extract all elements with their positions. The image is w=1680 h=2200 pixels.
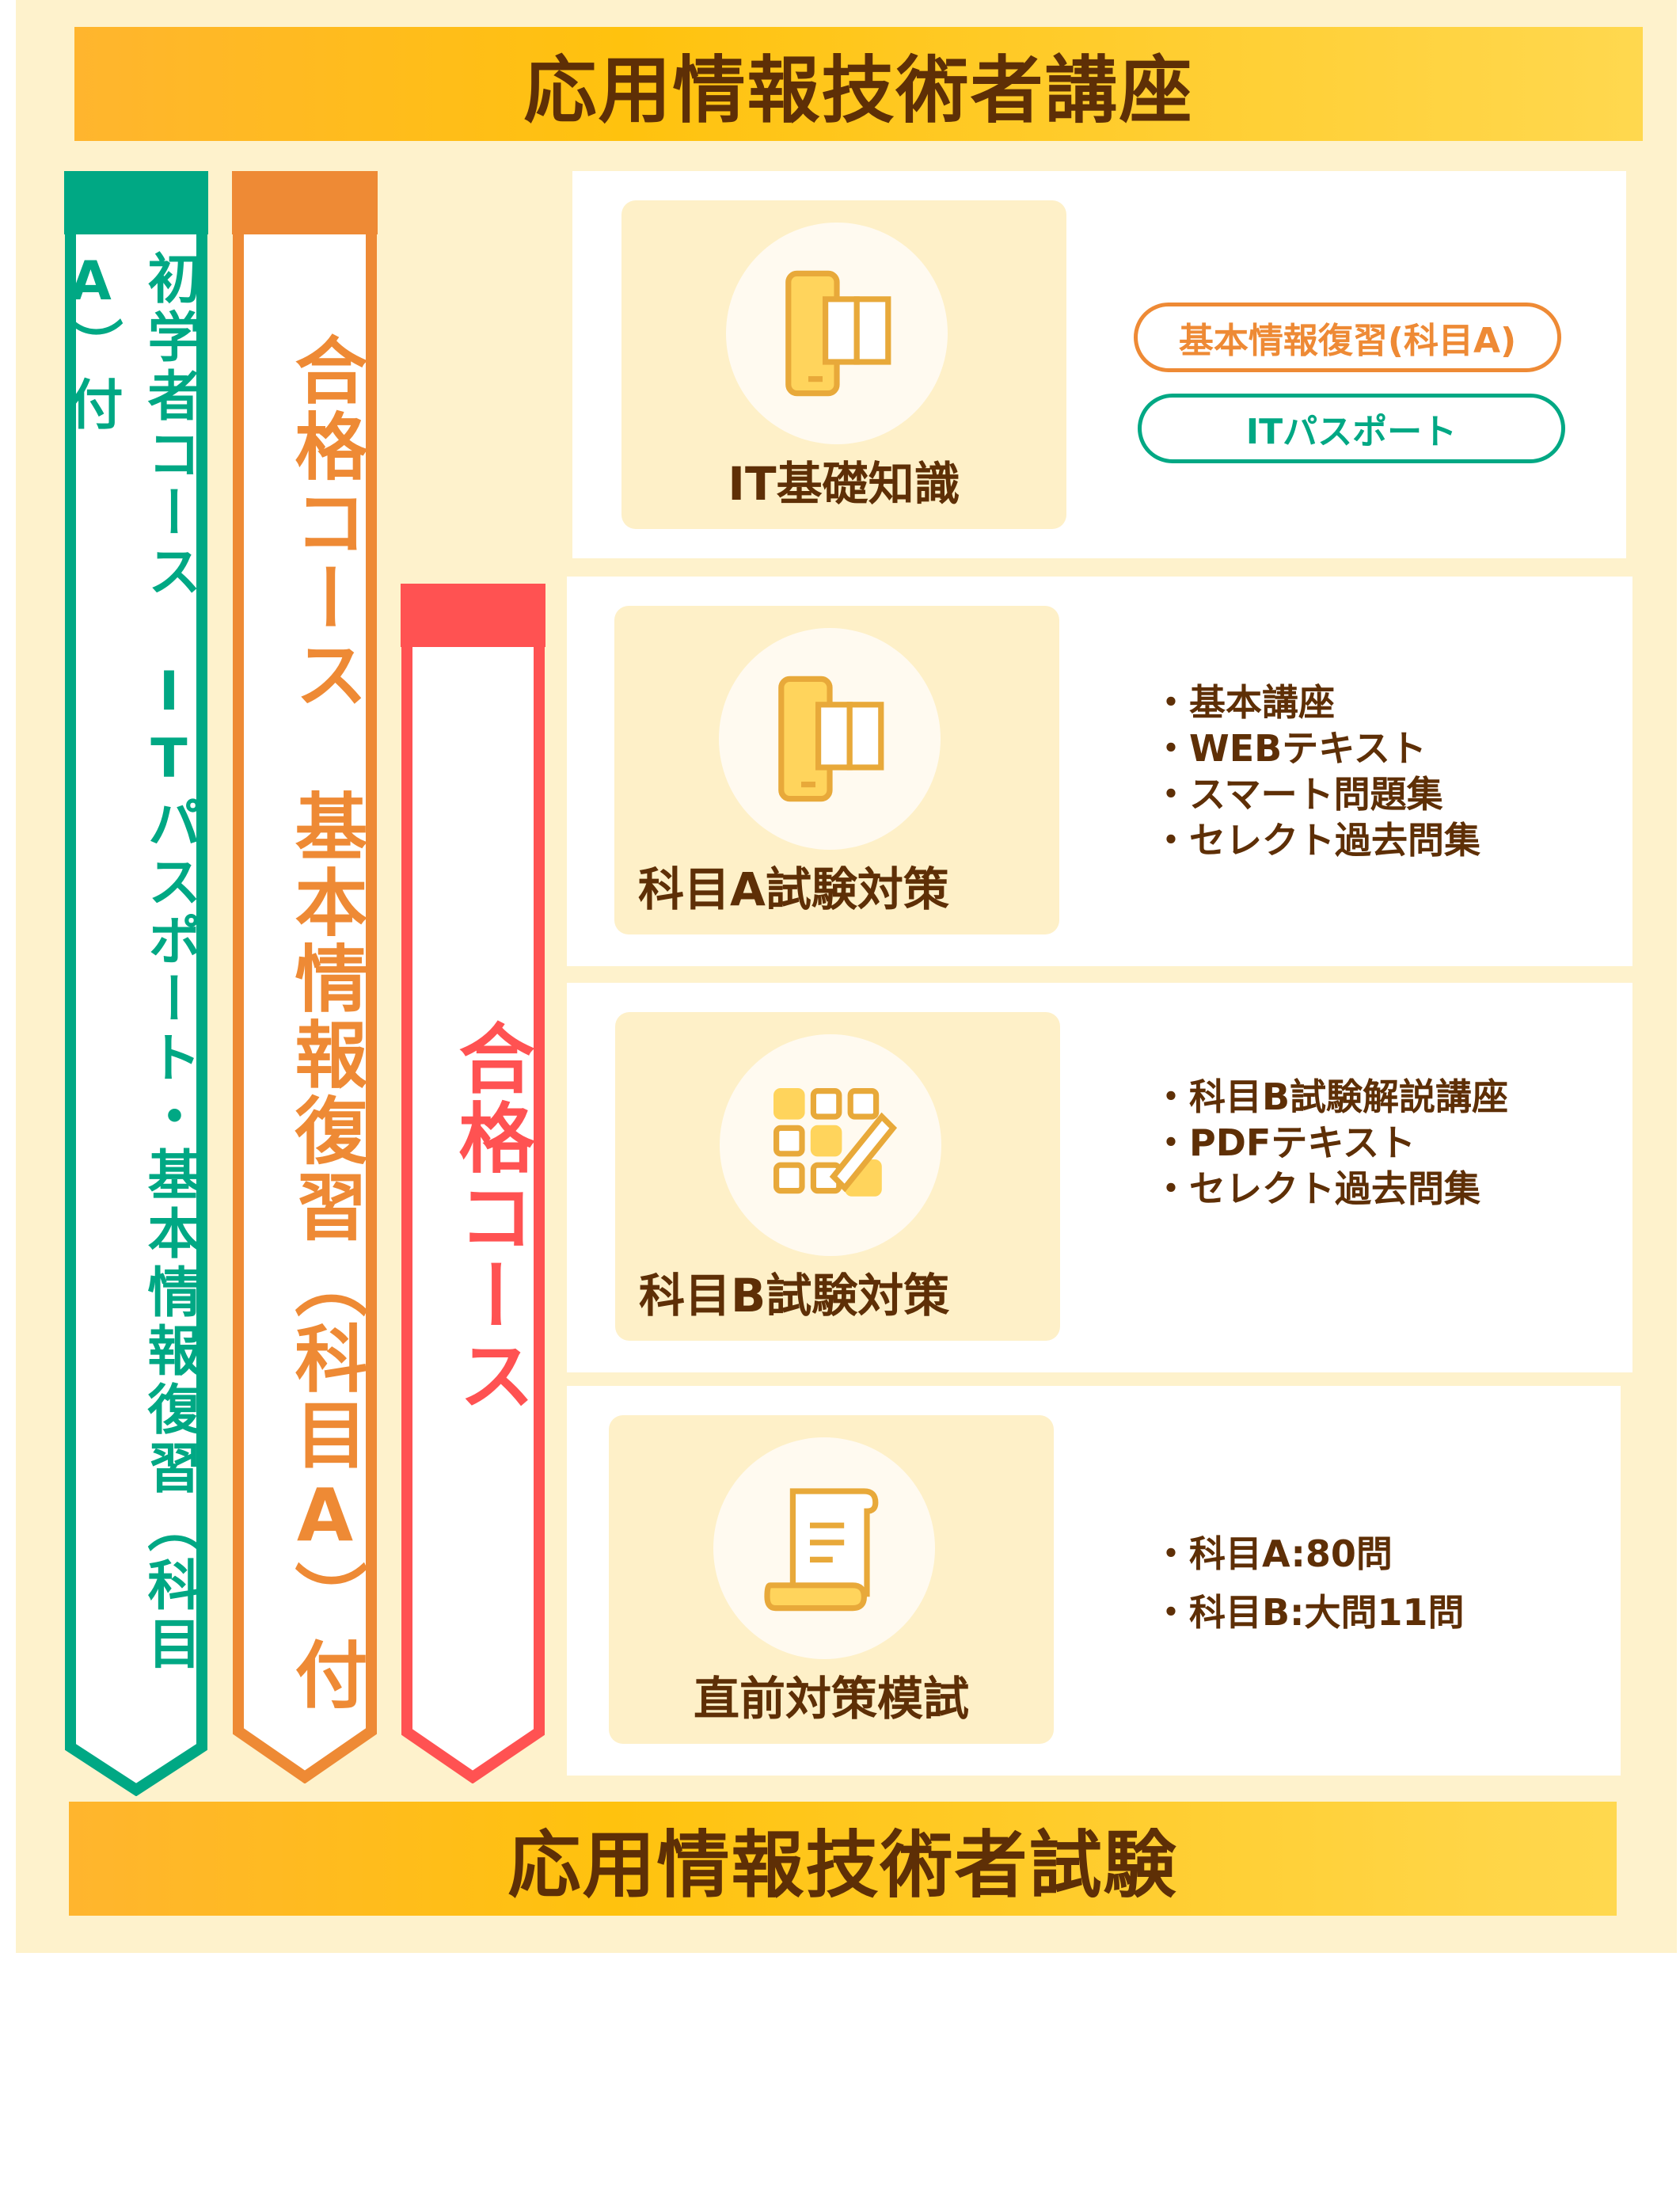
list-item: セレクト過去問集: [1153, 1166, 1508, 1212]
list-item: セレクト過去問集: [1153, 817, 1480, 863]
scroll-icon: [713, 1437, 935, 1659]
list-item: 科目B試験解説講座: [1153, 1074, 1508, 1120]
course-column-pass-basic: 合格コース 基本情報復習（科目A）付: [232, 171, 378, 1783]
course-column-pass: 合格コース: [401, 584, 545, 1783]
pill-label: 基本情報復習(科目A): [1178, 321, 1517, 361]
course-label-pass: 合格コース: [446, 1019, 534, 1415]
item-list: 科目B試験解説講座 PDFテキスト セレクト過去問集: [1153, 1074, 1508, 1212]
section-subject-a: 科目A試験対策 基本講座 WEBテキスト スマート問題集 セレクト過去問集: [567, 577, 1632, 966]
pill-it-passport: ITパスポート: [1138, 394, 1565, 463]
section-title: IT基礎知識: [728, 457, 960, 511]
list-item: 基本講座: [1153, 679, 1480, 725]
section-mock-exam: 直前対策模試 科目A:80問 科目B:大問11問: [567, 1386, 1621, 1776]
section-card: 科目B試験対策: [615, 1012, 1060, 1341]
pill-basic-review: 基本情報復習(科目A): [1134, 303, 1561, 372]
pill-label: ITパスポート: [1245, 412, 1458, 452]
section-card: IT基礎知識: [621, 200, 1066, 529]
section-title: 科目B試験対策: [639, 1269, 950, 1323]
section-subject-b: 科目B試験対策 科目B試験解説講座 PDFテキスト セレクト過去問集: [567, 983, 1632, 1372]
list-item: WEBテキスト: [1153, 725, 1480, 771]
list-item: 科目A:80問: [1153, 1524, 1464, 1583]
footer-title: 応用情報技術者試験: [507, 1822, 1178, 1908]
section-title: 直前対策模試: [693, 1672, 969, 1726]
header-title: 応用情報技術者講座: [523, 48, 1194, 133]
header-banner: 応用情報技術者講座: [74, 27, 1643, 141]
section-it-basics: IT基礎知識 基本情報復習(科目A) ITパスポート: [572, 171, 1626, 558]
section-title: 科目A試験対策: [638, 862, 949, 916]
footer-banner: 応用情報技術者試験: [69, 1802, 1617, 1916]
grid-pencil-icon: [720, 1034, 941, 1256]
section-card: 科目A試験対策: [614, 606, 1059, 934]
list-item: スマート問題集: [1153, 771, 1480, 817]
course-label-pass-basic: 合格コース 基本情報復習（科目A）付: [283, 332, 367, 1713]
item-list: 基本講座 WEBテキスト スマート問題集 セレクト過去問集: [1153, 679, 1480, 863]
course-column-beginner: 初学者コース ITパスポート・基本情報復習（科目A）付: [59, 171, 208, 1796]
section-card: 直前対策模試: [609, 1415, 1054, 1744]
item-list: 科目A:80問 科目B:大問11問: [1153, 1524, 1464, 1642]
smartphone-book-icon: [719, 628, 941, 850]
list-item: 科目B:大問11問: [1153, 1583, 1464, 1642]
list-item: PDFテキスト: [1153, 1120, 1508, 1166]
course-label-beginner: 初学者コース ITパスポート・基本情報復習（科目A）付: [59, 250, 200, 1674]
smartphone-book-icon: [726, 223, 948, 444]
